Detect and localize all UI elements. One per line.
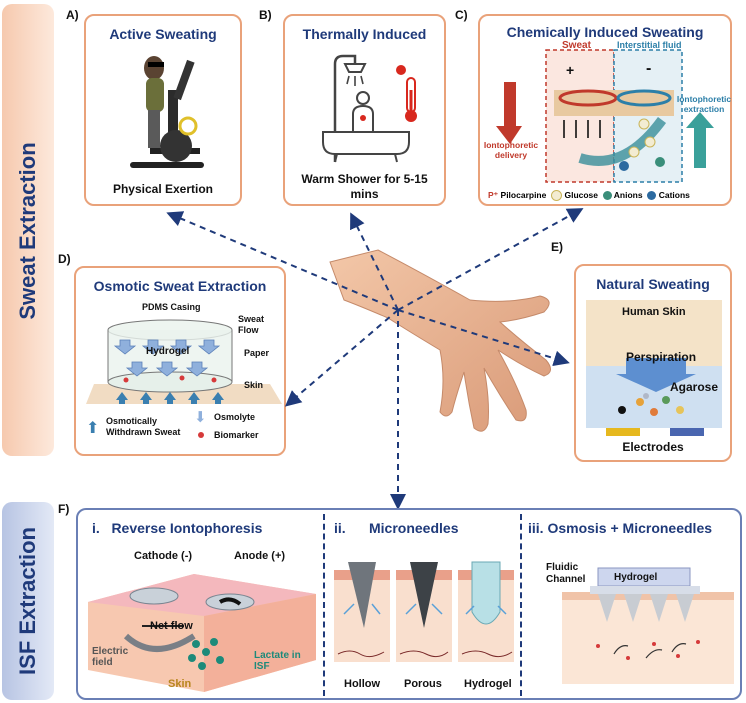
legend-anions: Anions (602, 190, 643, 201)
legend-glucose: Glucose (551, 190, 598, 202)
hand-shape (329, 249, 551, 432)
osmotic-withdrawn-arrow-icon: ⬆ (86, 420, 100, 437)
panel-e-perspiration-label: Perspiration (626, 350, 697, 364)
osmotic-device-diagram (86, 319, 282, 404)
panel-d-skin-label: Skin (244, 380, 264, 390)
osmolyte-arrow-icon: ⬇ (194, 409, 207, 426)
panel-e-letter: E) (551, 240, 563, 254)
agarose-particles (618, 393, 684, 416)
isf-divider-2 (520, 514, 522, 696)
panel-d-hydrogel-label: Hydrogel (146, 346, 190, 357)
panel-e-skin-label: Human Skin (622, 306, 686, 318)
isf-divider-1 (323, 514, 325, 696)
biomarker-dot-icon (198, 432, 204, 438)
panel-c-extraction-label: Iontophoretic extraction (676, 94, 732, 114)
panel-f-letter: F) (58, 502, 70, 516)
sub-i-title: i. Reverse Iontophoresis (92, 520, 263, 536)
panel-d-casing-label: PDMS Casing (142, 302, 201, 312)
panel-active-sweating: Active Sweating Physical Exertion (84, 14, 242, 206)
panel-c-minus: - (646, 60, 652, 77)
sub-i-anode: Anode (+) (234, 550, 286, 562)
reverse-iontophoresis-diagram (88, 574, 316, 692)
panel-chemically-induced: Chemically Induced Sweating Sweat Inters… (478, 14, 732, 206)
sub-i-electric-field: Electric field (92, 646, 129, 668)
skin-layer (586, 300, 722, 366)
panel-natural-sweating: Natural Sweating Human Skin Perspiration… (574, 264, 732, 462)
panel-e-title: Natural Sweating (596, 276, 710, 292)
panel-a-title: Active Sweating (109, 26, 217, 42)
sub-i-lactate: Lactate in ISF (254, 650, 301, 672)
osmosis-microneedles-diagram (562, 567, 734, 684)
panel-d-legend-osmolyte: Osmolyte (214, 412, 256, 422)
sub-ii-porous: Porous (404, 678, 442, 690)
panel-isf-extraction: i. Reverse Iontophoresis Cathode (-) Ano… (76, 508, 742, 700)
perspiration-arrow-icon (616, 358, 696, 392)
panel-c-plus: + (566, 62, 575, 78)
sub-i-skin: Skin (168, 678, 192, 690)
isf-section-tab (2, 502, 54, 700)
cation-icon (647, 191, 657, 201)
exercise-bike-illustration (130, 56, 204, 168)
legend-pilocarpine: P⁺ Pilocarpine (488, 190, 547, 200)
panel-e-electrodes-label: Electrodes (622, 440, 684, 454)
iontophoresis-diagram (496, 49, 714, 183)
panel-osmotic-extraction: Osmotic Sweat Extraction PDMS Casing Hyd… (74, 266, 286, 456)
sub-ii-hydrogel: Hydrogel (464, 678, 512, 690)
microneedles-diagram (334, 561, 514, 662)
panel-a-letter: A) (66, 8, 79, 22)
panel-c-legend: P⁺ Pilocarpine Glucose Anions Cations (488, 190, 730, 202)
panel-d-sweat-flow-label: Sweat Flow (238, 314, 265, 335)
panel-b-caption: Warm Shower for 5-15 mins (301, 172, 428, 201)
sub-iii-hydrogel: Hydrogel (614, 572, 658, 583)
sweat-section-tab (2, 4, 54, 456)
panel-e-agarose-label: Agarose (670, 380, 719, 394)
sub-ii-hollow: Hollow (344, 678, 381, 690)
sub-iii-title: iii. Osmosis + Microneedles (528, 520, 713, 536)
panel-d-legend-biomarker: Biomarker (214, 430, 259, 440)
panel-d-legend-withdrawn: Osmotically Withdrawn Sweat (106, 416, 181, 437)
panel-c-delivery-label: Iontophoretic delivery (483, 140, 539, 160)
glucose-icon (551, 190, 563, 202)
electrode-blue (670, 428, 704, 436)
panel-c-letter: C) (455, 8, 468, 22)
panel-c-sweat-label: Sweat (562, 40, 591, 51)
panel-c-interstitial-label: Interstitial fluid (617, 40, 682, 50)
panel-b-letter: B) (259, 8, 272, 22)
legend-cations: Cations (647, 190, 690, 201)
panel-d-letter: D) (58, 252, 71, 266)
panel-a-caption: Physical Exertion (112, 182, 214, 196)
panel-d-paper-label: Paper (244, 348, 270, 358)
sub-i-cathode: Cathode (-) (134, 550, 193, 562)
electrode-yellow (606, 428, 640, 436)
panel-c-title: Chemically Induced Sweating (506, 24, 704, 40)
panel-b-title: Thermally Induced (302, 26, 427, 42)
sub-i-net-flow: Net flow (150, 620, 193, 632)
anion-icon (602, 191, 612, 201)
panel-d-title: Osmotic Sweat Extraction (93, 278, 267, 294)
sub-iii-fluidic: Fluidic Channel (546, 562, 586, 585)
sub-ii-title: ii. Microneedles (334, 520, 459, 536)
shower-bath-icon (322, 54, 417, 163)
panel-thermally-induced: Thermally Induced Warm Shower for 5-15 m… (283, 14, 446, 206)
